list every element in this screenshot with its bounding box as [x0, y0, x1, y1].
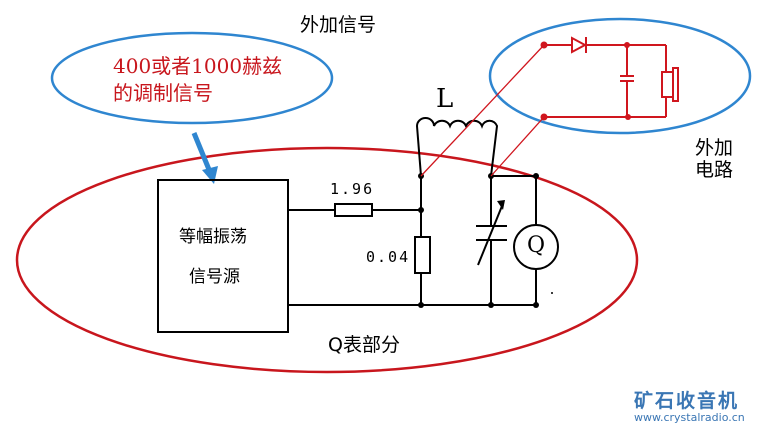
source-label-line1: 等幅振荡	[179, 227, 247, 247]
external-circuit-ellipse	[488, 17, 752, 135]
shunt-resistor	[414, 236, 431, 274]
q-meter-part-label: Q表部分	[328, 334, 400, 356]
series-resistor-value: 1.96	[330, 180, 375, 198]
modulation-note-line1: 400或者1000赫兹	[113, 54, 283, 78]
watermark-title: 矿石收音机	[634, 390, 740, 412]
q-meter-circuit	[288, 117, 559, 306]
modulation-note-line2: 的调制信号	[113, 81, 213, 105]
series-resistor	[334, 203, 373, 217]
source-label-line2: 信号源	[189, 267, 240, 287]
external-detector-circuit	[420, 36, 679, 177]
diode-icon	[571, 36, 588, 54]
watermark-url: www.crystalradio.cn	[634, 411, 745, 424]
external-signal-label: 外加信号	[300, 14, 377, 36]
external-circuit-label-line1: 外加	[695, 137, 734, 159]
q-meter-region-ellipse	[15, 146, 639, 374]
modulation-note-ellipse	[50, 31, 334, 125]
inductor-coil	[415, 117, 499, 177]
external-circuit-label-line2: 电路	[695, 159, 734, 181]
shunt-resistor-value: 0.04	[366, 248, 411, 266]
meter-label: Q	[527, 233, 546, 258]
variable-arrow	[477, 205, 503, 266]
earphone-icon	[661, 71, 674, 98]
inductor-label: L	[436, 84, 454, 114]
signal-source-box	[157, 179, 289, 333]
